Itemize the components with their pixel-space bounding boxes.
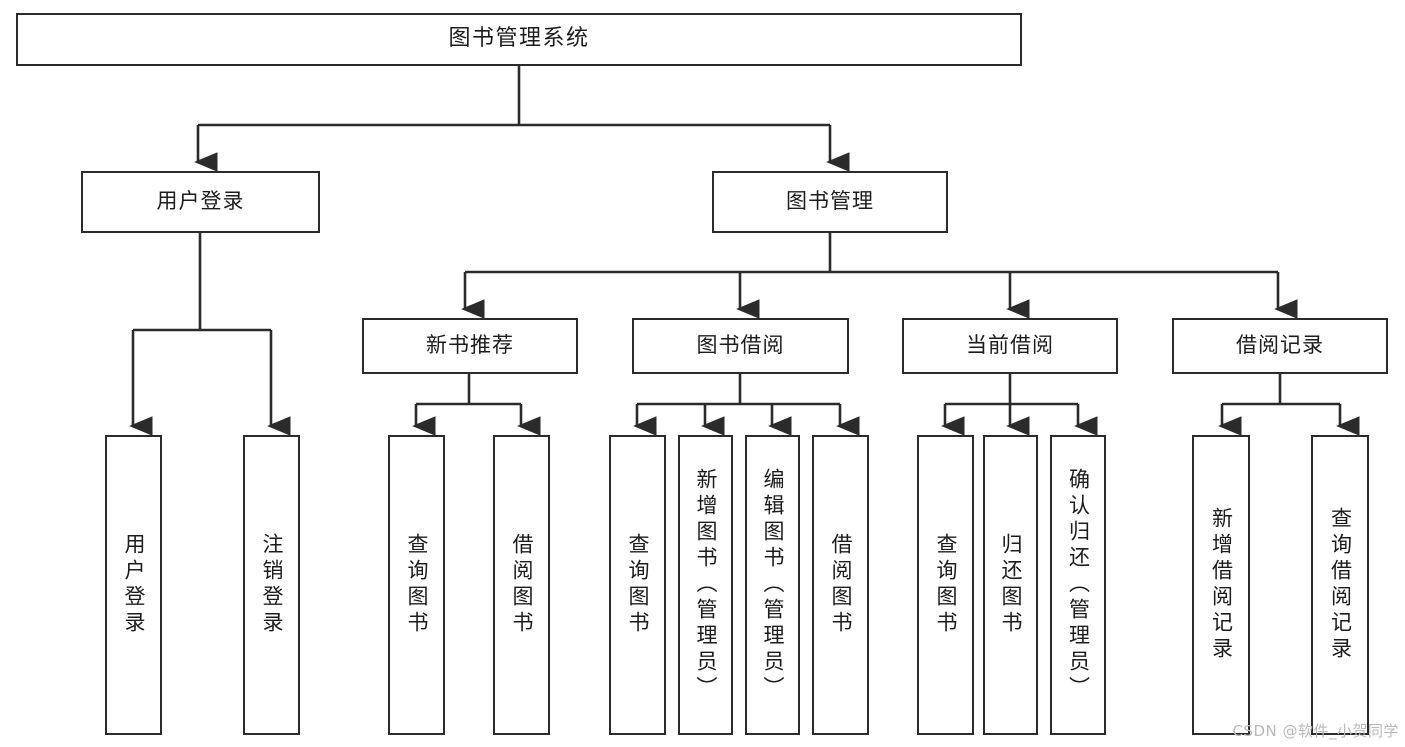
leaf-node-borrow-book-1[interactable]: 借阅图书 — [493, 435, 550, 735]
node-book-borrow[interactable]: 图书借阅 — [632, 318, 849, 374]
node-label: 注销登录 — [260, 533, 284, 637]
node-label: 借阅图书 — [829, 533, 853, 637]
node-label: 新书推荐 — [426, 333, 514, 358]
node-label: 查询借阅记录 — [1328, 507, 1353, 663]
node-book-manage[interactable]: 图书管理 — [712, 171, 948, 233]
node-label: 归还图书 — [999, 533, 1023, 637]
node-label: 图书管理 — [786, 189, 874, 214]
node-label: 图书借阅 — [696, 333, 785, 358]
leaf-node-query-book-2[interactable]: 查询图书 — [609, 435, 666, 735]
leaf-node-add-book[interactable]: 新增图书（管理员） — [678, 435, 733, 735]
leaf-node-user-login[interactable]: 用户登录 — [105, 435, 162, 735]
node-label: 图书管理系统 — [448, 26, 590, 52]
leaf-node-edit-book[interactable]: 编辑图书（管理员） — [745, 435, 800, 735]
leaf-node-borrow-book-2[interactable]: 借阅图书 — [812, 435, 869, 735]
node-current-borrow[interactable]: 当前借阅 — [902, 318, 1118, 374]
node-label: 用户登录 — [122, 533, 146, 637]
leaf-node-user-logout[interactable]: 注销登录 — [243, 435, 300, 735]
node-label: 当前借阅 — [966, 333, 1054, 358]
node-label: 新增图书（管理员） — [694, 468, 718, 702]
leaf-node-query-book-1[interactable]: 查询图书 — [388, 435, 445, 735]
node-label: 查询图书 — [405, 533, 429, 637]
node-label: 查询图书 — [626, 533, 650, 637]
node-label: 编辑图书（管理员） — [761, 468, 785, 702]
leaf-node-confirm-return[interactable]: 确认归还（管理员） — [1050, 435, 1106, 735]
node-label: 借阅图书 — [510, 533, 534, 637]
node-borrow-record[interactable]: 借阅记录 — [1172, 318, 1388, 374]
node-new-book-recommend[interactable]: 新书推荐 — [362, 318, 578, 374]
node-user-login[interactable]: 用户登录 — [81, 171, 320, 233]
node-label: 查询图书 — [934, 533, 958, 637]
leaf-node-add-borrow-record[interactable]: 新增借阅记录 — [1192, 435, 1250, 735]
leaf-node-query-book-3[interactable]: 查询图书 — [917, 435, 974, 735]
node-root-system[interactable]: 图书管理系统 — [16, 13, 1022, 66]
node-label: 用户登录 — [156, 189, 245, 214]
node-label: 确认归还（管理员） — [1066, 468, 1091, 702]
node-label: 借阅记录 — [1236, 333, 1324, 358]
leaf-node-return-book[interactable]: 归还图书 — [983, 435, 1038, 735]
node-label: 新增借阅记录 — [1209, 507, 1234, 663]
leaf-node-query-borrow-record[interactable]: 查询借阅记录 — [1311, 435, 1369, 735]
watermark-text: CSDN @软件_小贺同学 — [1232, 722, 1399, 740]
